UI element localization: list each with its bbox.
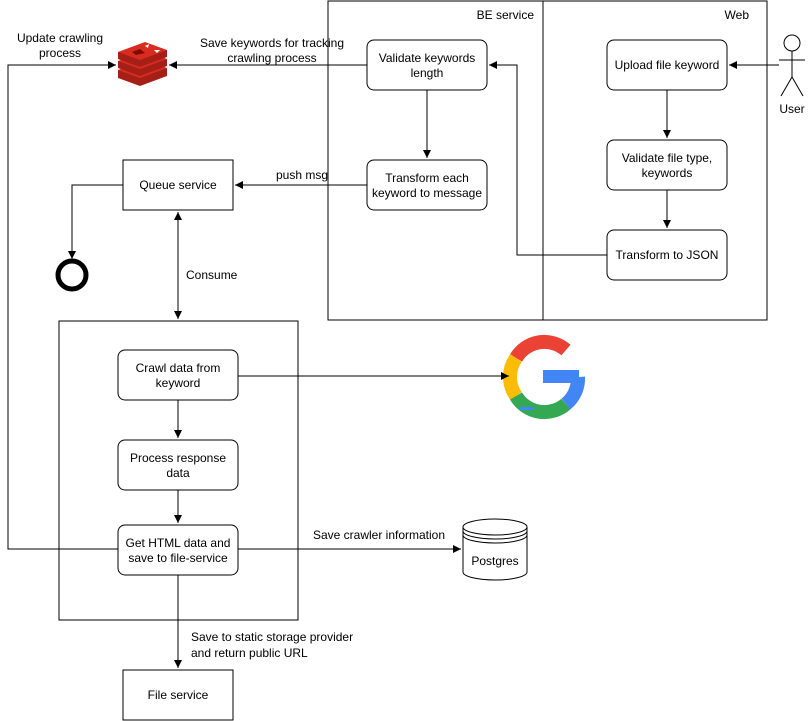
validate-file-line2: keywords xyxy=(642,166,693,180)
file-service-node: File service xyxy=(122,669,234,721)
crawl-data-line1: Crawl data from xyxy=(136,361,221,375)
queue-service-label: Queue service xyxy=(139,178,217,192)
get-html-node: Get HTML data and save to file-service xyxy=(117,524,239,576)
validate-file-line1: Validate file type, xyxy=(622,151,713,165)
transform-json-label: Transform to JSON xyxy=(616,248,719,262)
save-keywords-label-line1: Save keywords for tracking xyxy=(200,36,344,50)
upload-file-label: Upload file keyword xyxy=(615,58,720,72)
transform-each-line1: Transform each xyxy=(385,171,469,185)
save-static-label-line2: and return public URL xyxy=(191,646,308,660)
redis-icon xyxy=(118,42,167,86)
file-service-label: File service xyxy=(148,688,209,702)
validate-file-node: Validate file type, keywords xyxy=(606,139,728,191)
crawl-data-node: Crawl data from keyword xyxy=(117,349,239,401)
postgres-label: Postgres xyxy=(471,554,518,568)
transform-json-node: Transform to JSON xyxy=(606,229,728,281)
end-circle-icon xyxy=(55,258,89,292)
process-response-line2: data xyxy=(166,466,190,480)
validate-keywords-line1: Validate keywords xyxy=(379,51,476,65)
google-icon xyxy=(503,334,585,420)
user-actor-icon xyxy=(779,34,805,97)
web-container: Web xyxy=(542,0,768,321)
crawl-data-line2: keyword xyxy=(156,376,201,390)
postgres-node: Postgres xyxy=(462,518,528,581)
get-html-line1: Get HTML data and xyxy=(126,536,231,550)
process-response-line1: Process response xyxy=(130,451,226,465)
save-static-label-line1: Save to static storage provider xyxy=(191,630,353,644)
edge-json-to-be xyxy=(489,61,607,256)
validate-keywords-line2: length xyxy=(411,66,444,80)
database-icon xyxy=(462,518,528,581)
web-title: Web xyxy=(725,8,750,22)
push-msg-label: push msg xyxy=(276,168,328,182)
be-service-title: BE service xyxy=(477,8,535,22)
queue-service-node: Queue service xyxy=(122,159,234,211)
edge-update-redis xyxy=(7,61,118,550)
save-keywords-label-line2: crawling process xyxy=(227,51,316,65)
user-label: User xyxy=(779,102,804,116)
process-response-node: Process response data xyxy=(117,439,239,491)
edge-queue-end xyxy=(68,184,123,259)
update-crawling-label-line2: process xyxy=(39,46,81,60)
update-crawling-label-line1: Update crawling xyxy=(17,31,103,45)
transform-each-node: Transform each keyword to message xyxy=(366,159,488,211)
save-crawler-label: Save crawler information xyxy=(313,528,445,542)
validate-keywords-node: Validate keywords length xyxy=(366,39,488,91)
upload-file-node: Upload file keyword xyxy=(606,39,728,91)
consume-label: Consume xyxy=(186,268,238,282)
transform-each-line2: keyword to message xyxy=(372,186,482,200)
get-html-line2: save to file-service xyxy=(128,551,228,565)
